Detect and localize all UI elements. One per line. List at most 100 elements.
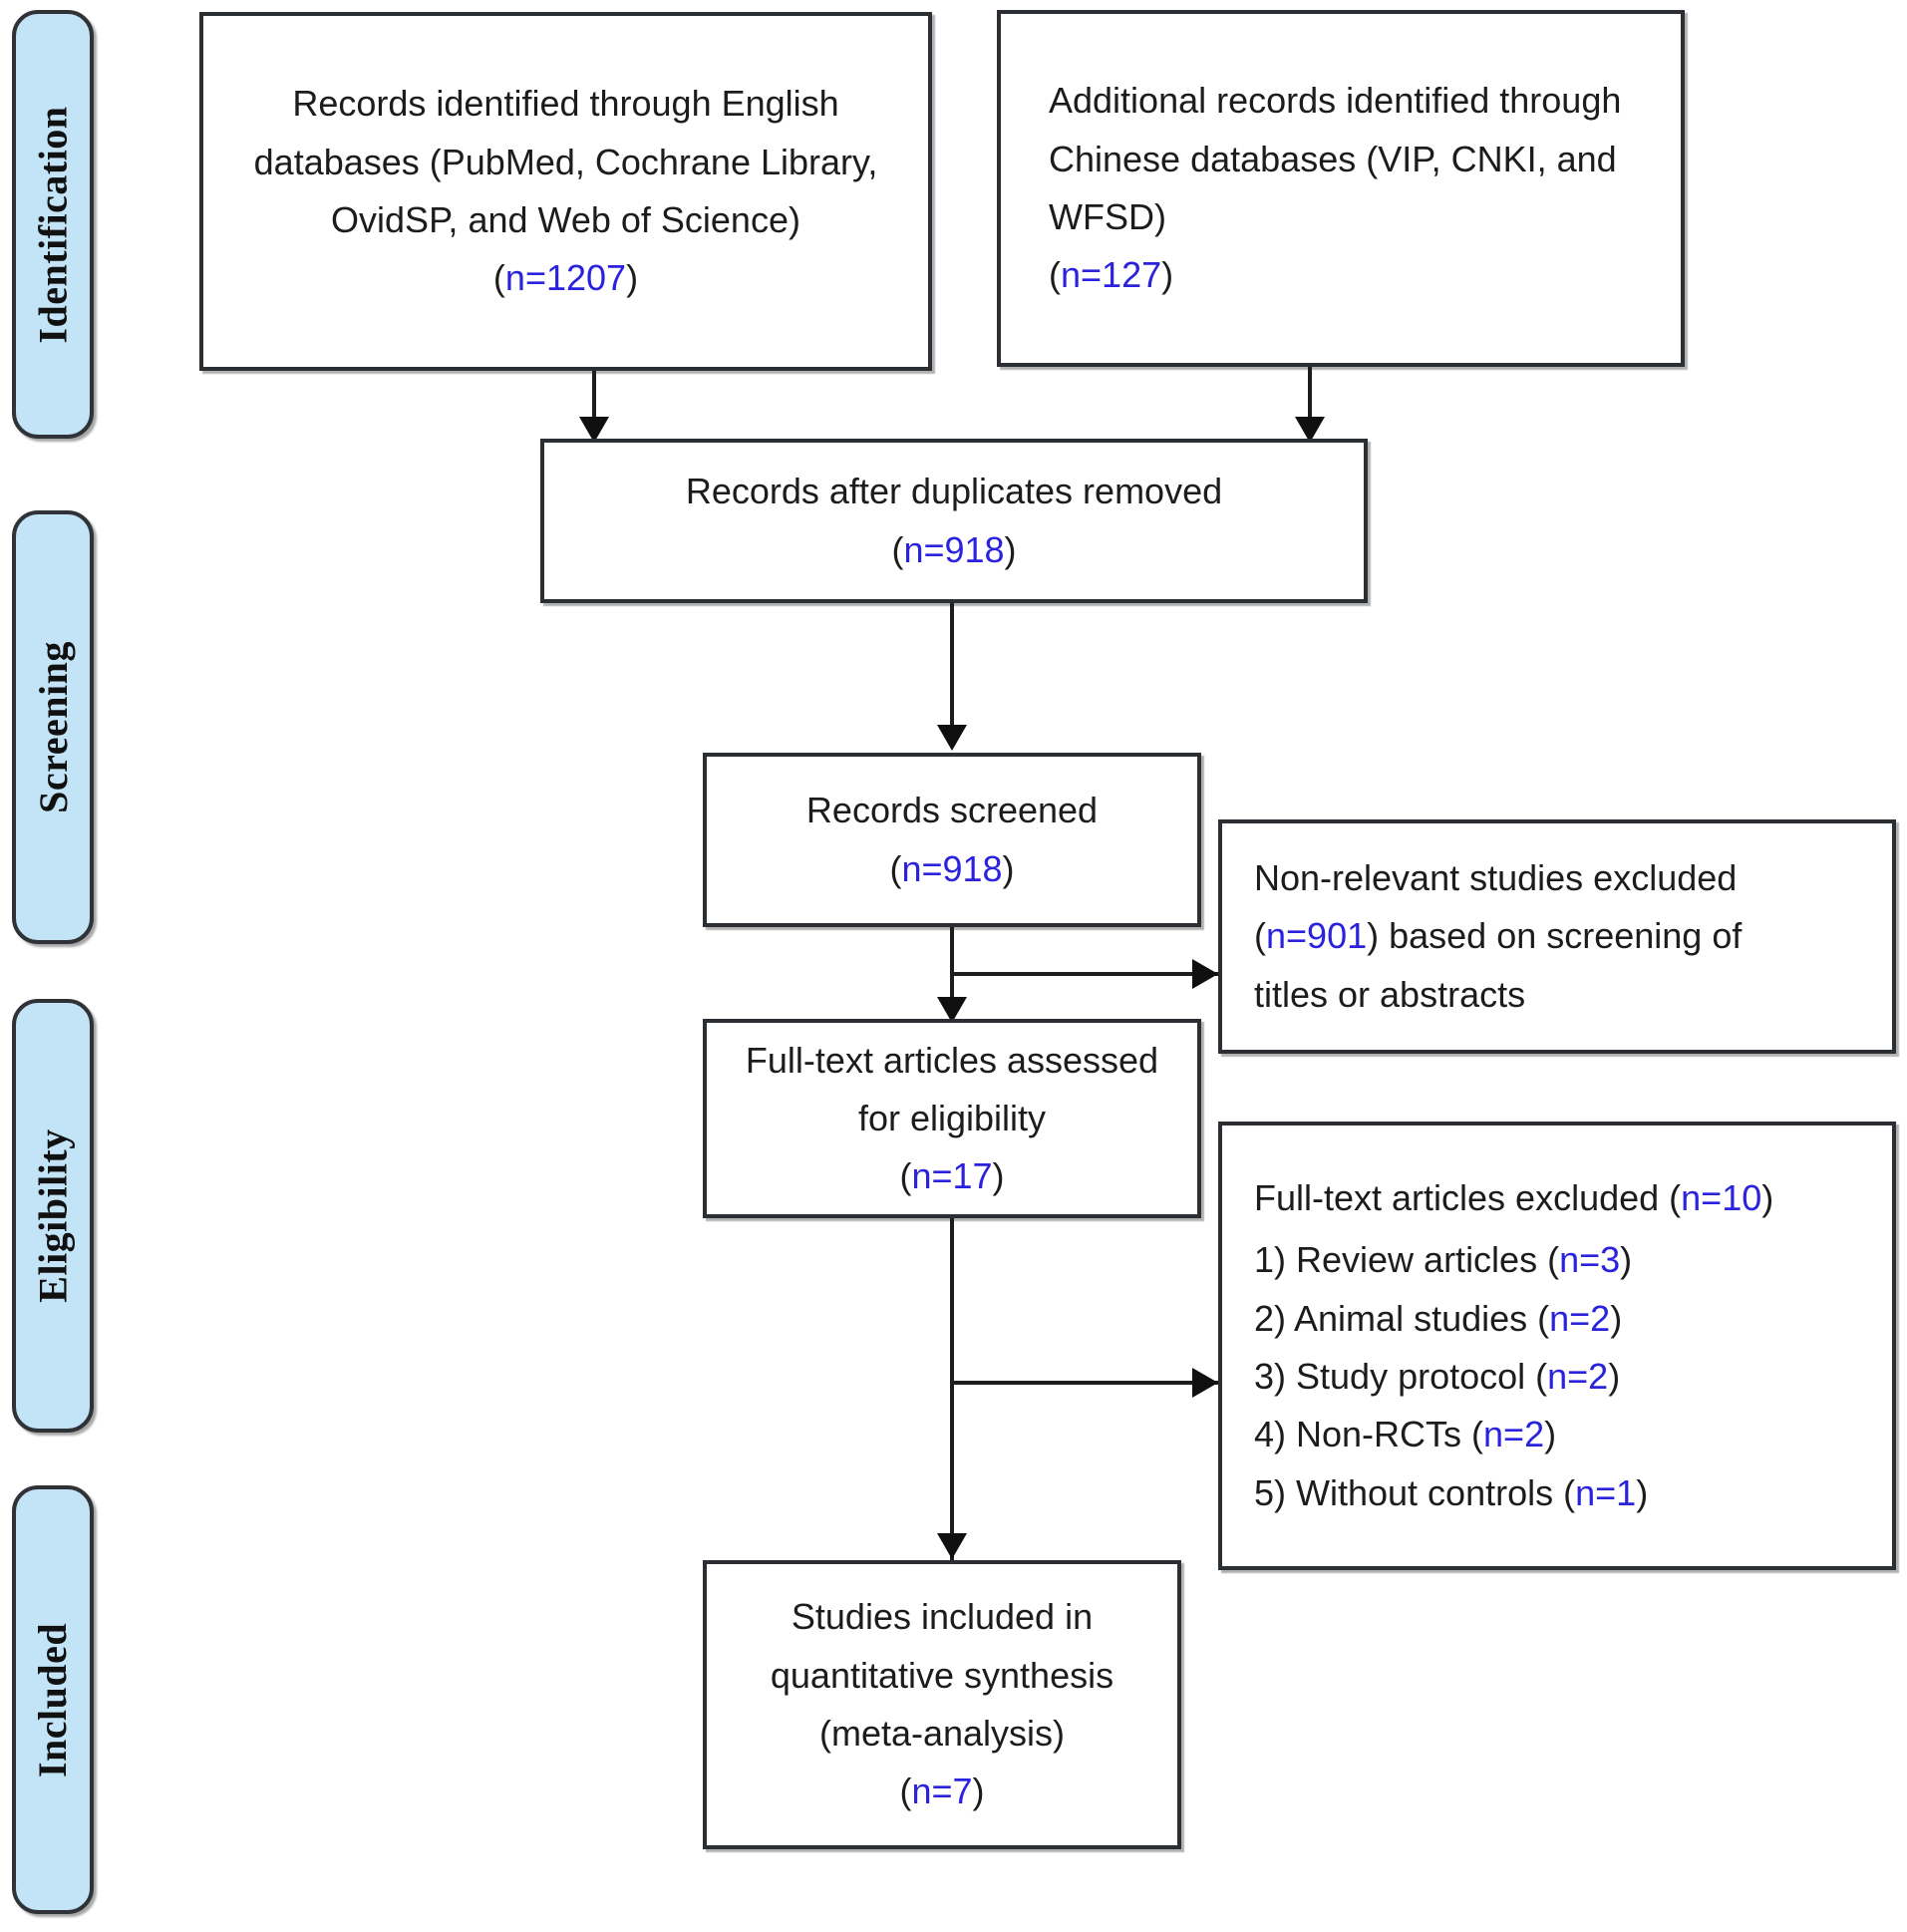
connector-screened-to-nonrelevant (950, 972, 1227, 976)
nonrelevant-line3: titles or abstracts (1254, 973, 1526, 1015)
chinese-records-line3: WFSD) (1049, 196, 1166, 237)
stage-label-included: Included (30, 1622, 76, 1777)
paren-open: ( (891, 528, 904, 570)
paren-close: ) (992, 1155, 1005, 1197)
arrow-chinese-to-duplicates (1295, 417, 1325, 443)
box-studies-included: Studies included in quantitative synthes… (703, 1560, 1181, 1849)
connector-fulltext-to-included (950, 1218, 954, 1589)
box-fulltext-excluded-text: Full-text articles excluded (n=10) 1) Re… (1222, 1169, 1892, 1522)
exclusion-item-count: n=3 (1559, 1239, 1621, 1281)
paren-open: ( (889, 847, 902, 889)
duplicates-removed-count-line: (n=918) (566, 521, 1342, 579)
connector-english-to-duplicates (592, 371, 596, 439)
paren-open: ( (1254, 915, 1266, 957)
chinese-records-line2: Chinese databases (VIP, CNKI, and (1049, 138, 1617, 179)
paren-close: ) (1608, 1356, 1621, 1397)
nonrelevant-line1: Non-relevant studies excluded (1254, 857, 1738, 899)
stage-label-screening: Screening (30, 641, 76, 813)
box-fulltext-assessed: Full-text articles assessed for eligibil… (703, 1019, 1201, 1218)
box-nonrelevant-excluded-text: Non-relevant studies excluded (n=901) ba… (1222, 849, 1892, 1024)
box-chinese-records: Additional records identified through Ch… (997, 10, 1685, 367)
exclusion-item: 3) Study protocol (n=2) (1254, 1348, 1860, 1406)
box-records-screened: Records screened (n=918) (703, 753, 1201, 927)
exclusion-item-label: 3) Study protocol ( (1254, 1356, 1548, 1397)
box-fulltext-assessed-text: Full-text articles assessed for eligibil… (707, 1032, 1197, 1206)
arrow-fulltext-to-excluded (1192, 1368, 1218, 1398)
fulltext-excluded-heading: Full-text articles excluded (n=10) (1254, 1169, 1860, 1227)
studies-included-line3: (meta-analysis) (818, 1713, 1066, 1754)
stage-tab-identification: Identification (12, 10, 94, 439)
paren-close: ) (972, 1771, 985, 1812)
english-records-line1: Records identified through English (292, 83, 839, 125)
duplicates-removed-line1: Records after duplicates removed (685, 471, 1223, 512)
exclusion-item-label: 4) Non-RCTs ( (1254, 1414, 1484, 1455)
exclusion-item-label: 2) Animal studies ( (1254, 1297, 1550, 1339)
exclusion-item: 4) Non-RCTs (n=2) (1254, 1406, 1860, 1463)
english-records-count: n=1207 (504, 257, 627, 299)
paren-close: ) (1761, 1177, 1774, 1219)
exclusion-item: 2) Animal studies (n=2) (1254, 1290, 1860, 1348)
studies-included-line1: Studies included in (791, 1596, 1094, 1638)
connector-duplicates-to-screened (950, 603, 954, 725)
studies-included-line2: quantitative synthesis (770, 1654, 1114, 1696)
nonrelevant-line2: (n=901) based on screening of (1254, 907, 1860, 965)
chinese-records-count-line: (n=127) (1049, 246, 1633, 304)
arrow-english-to-duplicates (579, 417, 609, 443)
duplicates-removed-count: n=918 (903, 528, 1005, 570)
exclusion-item: 5) Without controls (n=1) (1254, 1464, 1860, 1522)
exclusion-item-count: n=2 (1547, 1356, 1609, 1397)
arrow-screened-to-nonrelevant (1192, 959, 1218, 989)
paren-close: ) (1544, 1414, 1557, 1455)
fulltext-assessed-count-line: (n=17) (729, 1147, 1175, 1205)
paren-close: ) (626, 257, 639, 299)
chinese-records-count: n=127 (1061, 254, 1162, 296)
nonrelevant-count: n=901 (1266, 915, 1368, 957)
fulltext-assessed-count: n=17 (911, 1155, 993, 1197)
stage-tab-screening: Screening (12, 510, 94, 944)
studies-included-count: n=7 (911, 1771, 973, 1812)
paren-close: ) (1610, 1297, 1623, 1339)
box-studies-included-text: Studies included in quantitative synthes… (707, 1588, 1177, 1820)
stage-label-identification: Identification (30, 105, 76, 344)
fulltext-excluded-list: 1) Review articles (n=3) 2) Animal studi… (1254, 1231, 1860, 1522)
box-duplicates-removed: Records after duplicates removed (n=918) (540, 439, 1368, 603)
paren-close: ) (1002, 847, 1015, 889)
paren-open: ( (899, 1771, 912, 1812)
arrow-screened-to-fulltext (937, 997, 967, 1023)
paren-close: ) (1636, 1471, 1649, 1513)
records-screened-count: n=918 (901, 847, 1003, 889)
fulltext-excluded-heading-text: Full-text articles excluded ( (1254, 1177, 1682, 1219)
fulltext-excluded-heading-count: n=10 (1681, 1177, 1762, 1219)
fulltext-assessed-line2: for eligibility (857, 1097, 1047, 1138)
fulltext-assessed-line1: Full-text articles assessed (745, 1039, 1159, 1081)
box-nonrelevant-excluded: Non-relevant studies excluded (n=901) ba… (1218, 819, 1896, 1054)
exclusion-item: 1) Review articles (n=3) (1254, 1231, 1860, 1289)
stage-label-eligibility: Eligibility (30, 1128, 76, 1303)
paren-open: ( (1049, 254, 1061, 296)
paren-open: ( (899, 1155, 912, 1197)
stage-tab-eligibility: Eligibility (12, 999, 94, 1433)
paren-close: ) (1620, 1239, 1633, 1281)
stage-tab-included: Included (12, 1485, 94, 1914)
chinese-records-line1: Additional records identified through (1049, 80, 1622, 122)
box-english-records: Records identified through English datab… (199, 12, 932, 371)
english-records-count-line: (n=1207) (225, 249, 906, 307)
box-records-screened-text: Records screened (n=918) (707, 782, 1197, 898)
exclusion-item-count: n=2 (1483, 1414, 1545, 1455)
records-screened-line1: Records screened (805, 790, 1099, 831)
paren-close: ) (1161, 254, 1174, 296)
box-duplicates-removed-text: Records after duplicates removed (n=918) (544, 463, 1364, 579)
connector-fulltext-to-excluded (950, 1381, 1227, 1385)
english-records-line2: databases (PubMed, Cochrane Library, (253, 141, 878, 182)
box-fulltext-excluded: Full-text articles excluded (n=10) 1) Re… (1218, 1122, 1896, 1570)
paren-open: ( (492, 257, 505, 299)
arrow-duplicates-to-screened (937, 725, 967, 751)
exclusion-item-count: n=2 (1549, 1297, 1611, 1339)
box-chinese-records-text: Additional records identified through Ch… (1001, 72, 1681, 304)
exclusion-item-count: n=1 (1575, 1471, 1637, 1513)
nonrelevant-line2-tail: ) based on screening of (1367, 915, 1743, 957)
paren-close: ) (1004, 528, 1017, 570)
arrow-fulltext-to-included (937, 1533, 967, 1559)
exclusion-item-label: 1) Review articles ( (1254, 1239, 1560, 1281)
